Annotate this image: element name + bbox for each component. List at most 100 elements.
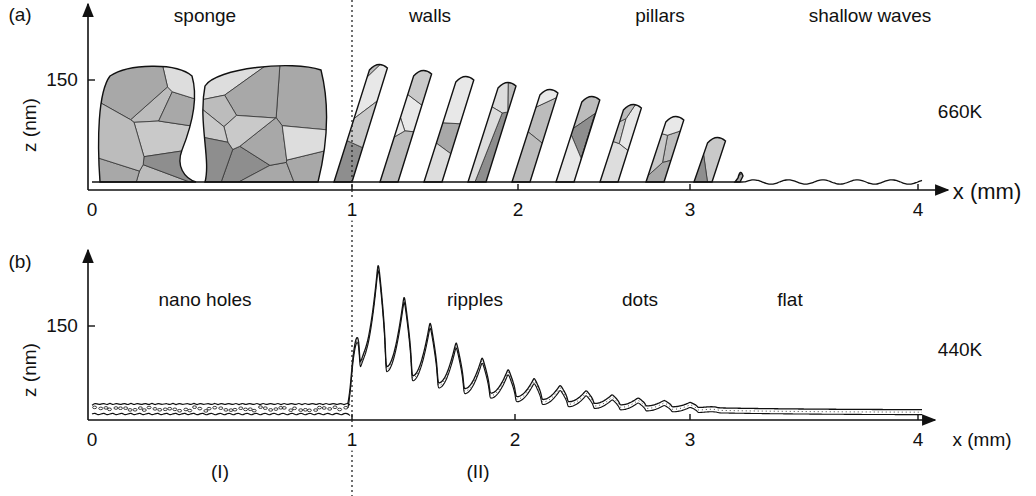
structure-outline (512, 89, 558, 182)
grain (461, 72, 508, 113)
nano-hole (133, 408, 137, 411)
grain (191, 101, 228, 142)
tick-label: 0 (85, 430, 100, 451)
grain (505, 118, 544, 189)
grain-cells (549, 86, 607, 189)
grain-cells (639, 106, 691, 189)
grain (159, 92, 205, 128)
axis-title: x (mm) (953, 180, 1021, 204)
nano-hole (107, 408, 111, 411)
nano-hole (307, 409, 311, 412)
structure-outline (646, 116, 684, 182)
nano-hole (328, 408, 332, 411)
drawing (88, 0, 948, 496)
structure-outline (468, 82, 516, 182)
tick-mark (917, 184, 918, 190)
panel-letter: (b) (8, 252, 31, 273)
region-label: pillars (635, 6, 685, 27)
region-label: flat (777, 290, 802, 311)
structure-outline (424, 76, 474, 182)
region-label: sponge (174, 6, 236, 27)
nano-hole (207, 407, 211, 410)
structure-outline (203, 66, 327, 182)
nano-hole (338, 408, 342, 411)
nano-hole (299, 409, 303, 412)
nano-hole (124, 407, 128, 410)
surface-line (348, 266, 922, 410)
nano-hole (168, 407, 172, 410)
axis-title: x (mm) (952, 430, 1011, 451)
nano-hole (219, 407, 223, 410)
temperature-label: 660K (938, 102, 982, 123)
grain (373, 60, 439, 118)
structure-outline (600, 104, 641, 182)
nano-hole (118, 407, 122, 410)
nano-hole (213, 406, 217, 409)
nano-hole (93, 406, 97, 409)
region-label: dots (622, 290, 658, 311)
tick-label: 150 (46, 316, 78, 337)
nano-hole (282, 407, 286, 410)
tick-label: 2 (511, 200, 526, 221)
structure-outline (735, 172, 743, 182)
nano-hole (198, 407, 202, 410)
region-label: ripples (447, 290, 503, 311)
grain (226, 162, 297, 189)
tick-label: 3 (683, 200, 698, 221)
grain-cells (728, 162, 750, 189)
grain (191, 135, 233, 189)
grain (276, 53, 337, 131)
nano-hole (138, 407, 142, 410)
nano-hole (173, 408, 177, 411)
grain (282, 126, 337, 160)
tick-label: 1 (345, 200, 360, 221)
tick-mark (88, 79, 95, 80)
nano-hole (184, 408, 188, 411)
grain (728, 162, 750, 181)
grain (639, 128, 668, 184)
y-axis (87, 4, 89, 190)
tick-label: 4 (911, 430, 926, 451)
nano-hole (224, 409, 228, 412)
tick-mark (689, 184, 690, 190)
grain (373, 63, 405, 149)
nano-hole (263, 407, 267, 410)
surface-line (92, 180, 922, 184)
nano-hole (322, 407, 326, 410)
y-axis (87, 250, 89, 420)
surface-texture (348, 268, 922, 412)
grain (549, 131, 581, 189)
axis-title: z (nm) (20, 98, 41, 152)
nano-hole (274, 408, 278, 411)
nano-hole (114, 407, 118, 410)
grain (417, 66, 481, 125)
grain (333, 88, 394, 162)
tick-label: 2 (508, 430, 523, 451)
nano-hole (229, 409, 233, 412)
structure-outline (99, 66, 196, 182)
nano-hole (158, 408, 162, 411)
region-label: nano holes (159, 290, 252, 311)
nano-hole (303, 409, 307, 412)
grain (639, 155, 691, 189)
surface-line (348, 271, 922, 415)
x-axis (88, 419, 935, 421)
nano-hole (233, 408, 237, 411)
nano-hole (163, 408, 167, 411)
nano-hole (178, 409, 182, 412)
region-number: (I) (209, 462, 231, 483)
region-number: (II) (464, 462, 491, 483)
surface-line (92, 403, 350, 405)
tick-mark (514, 414, 515, 420)
grain (134, 121, 205, 157)
region-divider (351, 0, 352, 496)
region-label: walls (409, 6, 451, 27)
grain (508, 72, 523, 113)
nano-hole (244, 408, 248, 411)
grain (728, 169, 750, 189)
nano-hole (239, 407, 243, 410)
grain-cells (593, 94, 648, 189)
nano-hole (344, 406, 348, 409)
tick-label: 4 (911, 200, 926, 221)
